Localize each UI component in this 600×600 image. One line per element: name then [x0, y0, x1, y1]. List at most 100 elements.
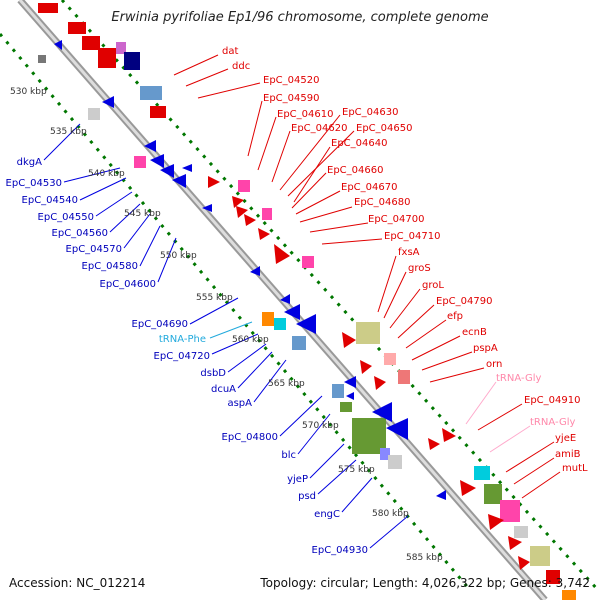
gene-label: engC	[314, 509, 340, 520]
topology-label: Topology: circular; Length: 4,026,322 bp…	[260, 576, 590, 590]
gene-label: EpC_04680	[354, 197, 410, 208]
gene-block	[68, 22, 86, 34]
gene-label: aspA	[227, 398, 252, 409]
kbp-label: 540 kbp	[88, 169, 125, 179]
gene-block	[134, 156, 146, 168]
gene-label: dcuA	[211, 384, 236, 395]
gene-arrow	[182, 164, 192, 172]
reverse-gene-arrows	[54, 40, 446, 500]
map-title: Erwinia pyrifoliae Ep1/96 chromosome, co…	[111, 10, 489, 25]
gene-arrow	[386, 418, 408, 440]
gene-arrow	[232, 196, 244, 208]
kbp-label: 565 kbp	[268, 379, 305, 389]
gene-block	[388, 455, 402, 469]
gene-label: EpC_04800	[222, 432, 278, 443]
gene-arrow	[460, 480, 476, 496]
gene-arrow	[274, 244, 290, 264]
gene-block	[88, 108, 100, 120]
gene-label: tRNA-Gly	[530, 417, 575, 428]
gene-arrow	[208, 176, 220, 188]
gene-label: EpC_04590	[263, 93, 319, 104]
gene-block	[150, 106, 166, 118]
gene-arrow	[284, 304, 300, 320]
right-gene-labels: dat ddc EpC_04520 EpC_04590 EpC_04610 Ep…	[222, 46, 588, 474]
gene-label: pspA	[473, 343, 498, 354]
gene-block	[238, 180, 250, 192]
gene-arrow	[360, 360, 372, 374]
gene-label: orn	[486, 359, 502, 370]
gene-block	[124, 52, 140, 70]
gene-label: EpC_04520	[263, 75, 319, 86]
gene-block	[474, 466, 490, 480]
gene-block	[82, 36, 100, 50]
kbp-label: 550 kbp	[160, 251, 197, 261]
gene-label: dat	[222, 46, 238, 57]
gene-label: EpC_04640	[331, 138, 387, 149]
gene-block	[38, 3, 58, 13]
gene-label: amiB	[555, 449, 581, 460]
gene-arrow	[342, 332, 356, 348]
gene-block	[546, 570, 560, 584]
kbp-label: 585 kbp	[406, 553, 443, 563]
gene-label: EpC_04630	[342, 107, 398, 118]
gene-block	[356, 322, 380, 344]
inner-dotted-ring	[0, 33, 472, 591]
gene-arrow	[150, 154, 164, 168]
gene-label: blc	[281, 450, 296, 461]
gene-block	[292, 336, 306, 350]
gene-arrow	[102, 96, 114, 108]
gene-label: psd	[298, 491, 316, 502]
gene-label: EpC_04650	[356, 123, 412, 134]
gene-label: yjeP	[287, 474, 308, 485]
left-leader-lines	[43, 123, 409, 549]
gene-label: groL	[422, 280, 444, 291]
accession-label: Accession: NC_012214	[9, 576, 146, 590]
gene-arrow	[374, 376, 386, 390]
gene-label: dsbD	[200, 368, 226, 379]
gene-arrow	[372, 402, 392, 422]
gene-arrow	[160, 164, 174, 178]
gene-features	[38, 3, 576, 600]
gene-arrow	[54, 40, 62, 50]
gene-arrow	[488, 514, 504, 530]
gene-label: EpC_04540	[22, 195, 78, 206]
kbp-label: 570 kbp	[302, 421, 339, 431]
gene-arrow	[346, 392, 354, 400]
gene-label: mutL	[562, 463, 588, 474]
gene-label: EpC_04710	[384, 231, 440, 242]
kbp-label: 535 kbp	[50, 127, 87, 137]
gene-arrow	[244, 214, 256, 226]
kbp-label: 530 kbp	[10, 87, 47, 97]
gene-label: EpC_04670	[341, 182, 397, 193]
forward-gene-arrows	[208, 176, 530, 570]
gene-arrow	[280, 294, 290, 304]
kbp-label: 575 kbp	[338, 465, 375, 475]
gene-label: fxsA	[398, 247, 420, 258]
gene-label: EpC_04610	[277, 109, 333, 120]
gene-label: groS	[408, 263, 431, 274]
gene-block	[484, 484, 502, 504]
gene-label: EpC_04660	[327, 165, 383, 176]
gene-block	[116, 42, 126, 54]
gene-arrow	[344, 376, 356, 388]
gene-arrow	[202, 204, 212, 212]
gene-block	[38, 55, 46, 63]
gene-label: yjeE	[555, 433, 576, 444]
gene-block	[340, 402, 352, 412]
gene-arrow	[508, 536, 522, 550]
gene-block	[398, 370, 410, 384]
gene-label: EpC_04620	[291, 123, 347, 134]
gene-label: tRNA-Phe	[159, 334, 206, 345]
gene-label: ddc	[232, 61, 250, 72]
gene-label: EpC_04560	[52, 228, 108, 239]
gene-label: EpC_04690	[132, 319, 188, 330]
gene-label: EpC_04570	[66, 244, 122, 255]
gene-label: EpC_04790	[436, 296, 492, 307]
gene-arrow	[236, 206, 248, 218]
kbp-label: 560 kbp	[232, 335, 269, 345]
gene-label: ecnB	[462, 327, 487, 338]
gene-block	[384, 353, 396, 365]
gene-block	[302, 256, 314, 268]
kbp-label: 545 kbp	[124, 209, 161, 219]
gene-block	[262, 312, 274, 326]
